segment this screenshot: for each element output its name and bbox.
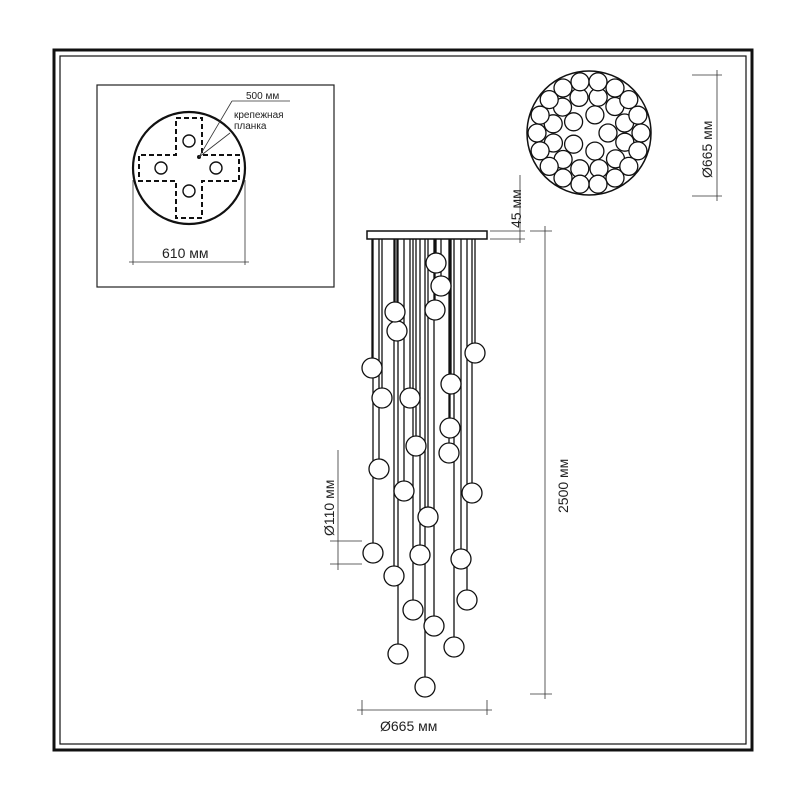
mount-hole-bottom bbox=[182, 184, 196, 198]
top-view-shade bbox=[563, 134, 584, 154]
pendant-shade bbox=[384, 301, 406, 323]
pendant-shade bbox=[362, 542, 384, 564]
pendant-shade bbox=[402, 599, 424, 621]
top-view-shade bbox=[619, 156, 639, 177]
pendant-shade bbox=[368, 458, 390, 480]
inset-box bbox=[96, 84, 335, 288]
pendant-shade bbox=[371, 387, 393, 409]
canopy-circle bbox=[131, 110, 247, 226]
top-view-shades bbox=[527, 72, 651, 194]
top-view-shade bbox=[598, 123, 618, 143]
top-view-outline bbox=[526, 70, 652, 196]
top-view-shade bbox=[605, 168, 625, 188]
top-view-shade bbox=[628, 141, 648, 161]
pendant-shade bbox=[386, 320, 408, 342]
top-view-shade bbox=[588, 174, 608, 194]
bottom-width-label: Ø665 мм bbox=[380, 718, 437, 734]
top-view-shade bbox=[530, 141, 550, 161]
top-view-shade bbox=[605, 78, 625, 98]
mount-plate-name-line2: планка bbox=[234, 121, 267, 132]
pendant-shade bbox=[439, 417, 461, 439]
top-view-shade bbox=[570, 72, 590, 92]
canopy bbox=[366, 230, 488, 240]
inner-frame bbox=[59, 55, 747, 745]
top-view-shade bbox=[628, 105, 648, 125]
mounting-plate-cross bbox=[138, 117, 240, 219]
top-view-shade bbox=[553, 78, 573, 98]
top-view-diameter-label: Ø665 мм bbox=[699, 121, 715, 178]
top-view-shade bbox=[570, 174, 590, 194]
pendant-shade bbox=[440, 373, 462, 395]
top-view-shade bbox=[530, 105, 550, 125]
mount-hole-left bbox=[154, 161, 168, 175]
side-view: 45 мм 2500 мм Ø110 мм Ø665 мм bbox=[321, 175, 571, 734]
outer-frame bbox=[52, 48, 754, 752]
top-view-shade bbox=[619, 89, 639, 110]
pendant-shade bbox=[450, 548, 472, 570]
total-height-label: 2500 мм bbox=[555, 459, 571, 513]
pendant-shade bbox=[464, 342, 486, 364]
mount-hole-right bbox=[209, 161, 223, 175]
canopy-diameter-label: 610 мм bbox=[162, 245, 209, 261]
pendant-shade bbox=[383, 565, 405, 587]
pendant-shade bbox=[414, 676, 436, 698]
canopy-height-label: 45 мм bbox=[508, 189, 524, 228]
top-view-shade bbox=[588, 72, 608, 92]
pendant-shade bbox=[361, 357, 383, 379]
pendant-shade bbox=[461, 482, 483, 504]
pendant-shade bbox=[430, 275, 452, 297]
top-view-shade bbox=[563, 112, 584, 132]
shade-diameter-label: Ø110 мм bbox=[321, 480, 337, 536]
pendant-shade bbox=[423, 615, 445, 637]
top-view-shade bbox=[631, 123, 651, 143]
canopy-plan-inset: 500 мм крепежная планка 610 мм bbox=[96, 84, 335, 288]
top-view-shade bbox=[553, 168, 573, 188]
top-view-shade bbox=[585, 105, 605, 125]
pendant-shade bbox=[387, 643, 409, 665]
top-view-shade bbox=[527, 123, 547, 143]
mount-plate-size-label: 500 мм bbox=[246, 91, 279, 102]
top-view: Ø665 мм bbox=[526, 70, 722, 201]
pendant-shade bbox=[424, 299, 446, 321]
pendant-shades bbox=[361, 239, 486, 698]
pendant-shade bbox=[393, 480, 415, 502]
top-view-shade bbox=[585, 141, 605, 161]
top-view-shade bbox=[539, 89, 559, 110]
mount-hole-top bbox=[182, 134, 196, 148]
pendant-shade bbox=[456, 589, 478, 611]
pendant-shade bbox=[409, 544, 431, 566]
pendant-shade bbox=[425, 252, 447, 274]
pendant-shade bbox=[399, 387, 421, 409]
mount-plate-name-line1: крепежная bbox=[234, 110, 284, 121]
pendant-shade bbox=[417, 506, 439, 528]
pendant-shade bbox=[405, 435, 427, 457]
pendant-shade bbox=[438, 442, 460, 464]
pendant-shade bbox=[443, 636, 465, 658]
top-view-shade bbox=[539, 156, 559, 177]
